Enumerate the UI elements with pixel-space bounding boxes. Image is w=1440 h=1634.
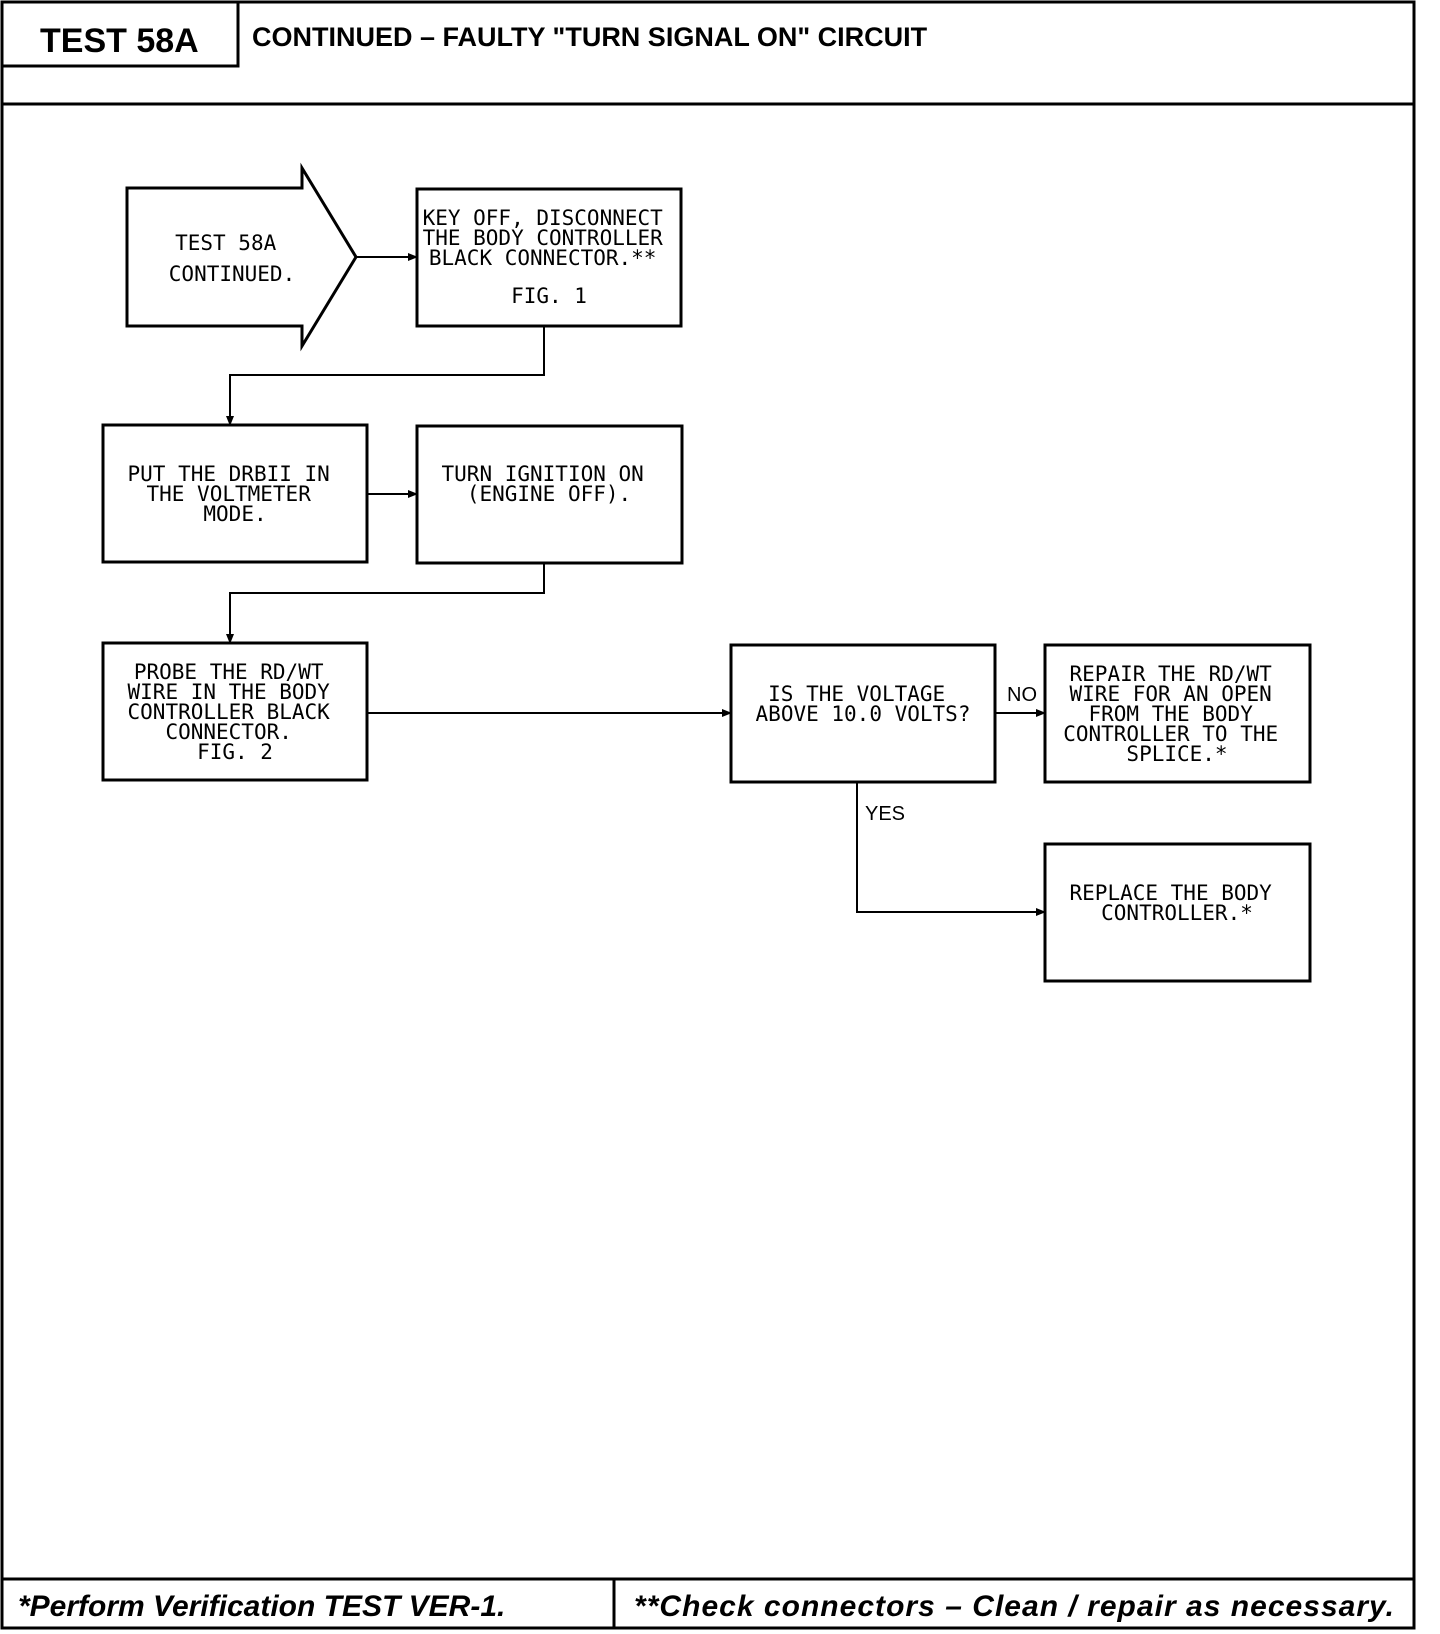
step-probe-text: PROBE THE RD/WT WIRE IN THE BODY CONTROL… (128, 660, 343, 764)
start-arrow-shape (125, 162, 358, 352)
result-replace-text: REPLACE THE BODY CONTROLLER.* (1070, 881, 1285, 925)
footer: *Perform Verification TEST VER-1. **Chec… (2, 1577, 1414, 1628)
arrow-decision-yes (856, 782, 1046, 916)
result-replace-box: REPLACE THE BODY CONTROLLER.* (1043, 842, 1312, 983)
label-no: NO (1007, 684, 1037, 706)
connectors (226, 253, 1046, 916)
result-repair-box: REPAIR THE RD/WT WIRE FOR AN OPEN FROM T… (1043, 643, 1312, 784)
step-drb-text: PUT THE DRBII IN THE VOLTMETER MODE. (128, 462, 343, 526)
page-title: CONTINUED – FAULTY "TURN SIGNAL ON" CIRC… (252, 22, 928, 52)
result-repair-text: REPAIR THE RD/WT WIRE FOR AN OPEN FROM T… (1063, 662, 1291, 766)
step-drb-box: PUT THE DRBII IN THE VOLTMETER MODE. (101, 423, 369, 564)
test-id-box (0, 0, 240, 68)
test-id: TEST 58A (40, 22, 199, 60)
start-node: TEST 58A CONTINUED. (125, 162, 358, 352)
label-yes: YES (865, 803, 905, 825)
decision-text: IS THE VOLTAGE ABOVE 10.0 VOLTS? (756, 682, 971, 726)
arrow-disconnect-to-drb (226, 326, 545, 426)
header: TEST 58A CONTINUED – FAULTY "TURN SIGNAL… (0, 0, 1414, 106)
arrow-ignition-to-probe (226, 563, 545, 644)
footer-note-right: **Check connectors – Clean / repair as n… (634, 1590, 1394, 1623)
decision-box: IS THE VOLTAGE ABOVE 10.0 VOLTS? (729, 643, 997, 784)
footer-note-left: *Perform Verification TEST VER-1. (18, 1590, 505, 1623)
step-ignition-box: TURN IGNITION ON (ENGINE OFF). (415, 424, 684, 565)
step-ignition-text: TURN IGNITION ON (ENGINE OFF). (442, 462, 657, 506)
step-probe-box: PROBE THE RD/WT WIRE IN THE BODY CONTROL… (101, 641, 369, 782)
start-text: TEST 58A CONTINUED. (169, 231, 295, 286)
step-disconnect-text: KEY OFF, DISCONNECT THE BODY CONTROLLER … (423, 206, 676, 308)
step-disconnect-box: KEY OFF, DISCONNECT THE BODY CONTROLLER … (415, 187, 683, 328)
